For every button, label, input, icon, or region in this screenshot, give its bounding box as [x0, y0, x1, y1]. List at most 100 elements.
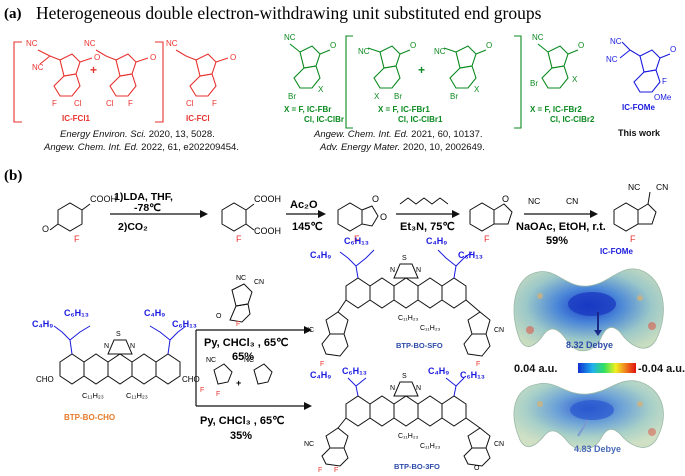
branch-arrows	[195, 329, 304, 407]
p2-c4-right: C₄H₉	[428, 366, 449, 376]
btp-bo-cho-alkyl	[53, 325, 187, 355]
arrowhead-branch-1	[304, 326, 312, 334]
nc-label-1: NC	[26, 39, 38, 48]
product2-s: S	[402, 373, 407, 380]
o-label-b5: O	[502, 194, 509, 204]
p2-c11-2: C₁₁H₂₃	[420, 443, 441, 450]
product-cn: CN	[656, 182, 668, 192]
reagent-ic-fome-icon	[229, 283, 253, 323]
nc-label-2: NC	[84, 39, 96, 48]
references: Energy Environ. Sci. 2020, 13, 5028. Ang…	[43, 129, 485, 153]
p2-nc-left: NC	[304, 441, 314, 448]
reference-3: Angew. Chem. Int. Ed. 2021, 60, 10137.	[313, 129, 483, 140]
f-label-2: F	[128, 99, 133, 108]
f-label-b4: F	[484, 234, 490, 244]
f-label-b5: F	[630, 234, 636, 244]
esp-scale-min: -0.04 a.u.	[638, 363, 685, 375]
reference-2: Angew. Chem. Int. Ed. 2022, 61, e2022094…	[43, 142, 239, 153]
ome-label: OMe	[654, 93, 672, 102]
ic-clbr1-label: Cl, IC-ClBr1	[398, 115, 443, 124]
group3-labels: NC NC O F OMe IC-FOMe	[606, 37, 676, 112]
arrowhead-step-2	[318, 210, 326, 218]
p1-f-left: F	[320, 361, 324, 368]
cl-label-1: Cl	[74, 99, 82, 108]
product1-n1: N	[390, 267, 395, 274]
product-ic-fome	[613, 191, 657, 232]
reagent1-o: O	[216, 313, 222, 320]
reagent2-f: F	[200, 387, 204, 394]
f-label-1: F	[52, 99, 57, 108]
br-label-a: Br	[288, 92, 296, 101]
alkyl-c6-left: C₆H₁₃	[64, 308, 89, 318]
p2-c4-left: C₄H₉	[310, 370, 331, 380]
arrowhead-branch-2	[304, 402, 312, 410]
reaction2-conditions: Py, CHCl₃ , 65℃	[200, 415, 284, 427]
dipole-1-label: 8.32 Debye	[566, 340, 613, 350]
product2-alkyl	[347, 377, 465, 397]
reaction1-yield: 65%	[232, 351, 254, 363]
alkyl-c6-right: C₆H₁₃	[172, 319, 197, 329]
cho-s-label: S	[116, 331, 121, 338]
cooh-label-1: COOH	[90, 194, 117, 204]
substrate-label: BTP-BO-CHO	[64, 413, 115, 422]
alkyl-c11-left: C₁₁H₂₃	[82, 391, 104, 400]
ic-fbr-label: X = F, IC-FBr	[284, 105, 331, 114]
esp-scale-max: 0.04 a.u.	[514, 363, 557, 375]
esp-surface-2	[513, 380, 664, 450]
malononitrile-cn: CN	[566, 196, 578, 206]
p1-c4-left: C₄H₉	[310, 250, 331, 260]
p1-nc-left: NC	[304, 327, 314, 334]
o-label-b3: O	[372, 194, 379, 204]
plus-sign-2: +	[418, 63, 425, 77]
start-material	[49, 202, 91, 232]
cooh-label-2: COOH	[254, 194, 281, 204]
p1-c4-right: C₄H₉	[426, 236, 447, 246]
reagent-mixture-icon	[213, 363, 273, 385]
product-label: IC-FOMe	[600, 247, 633, 256]
x-label-a: X	[318, 85, 324, 94]
step1-co2: 2)CO₂	[118, 221, 148, 233]
group2-green	[289, 35, 579, 129]
br-label-c: Br	[450, 92, 458, 101]
p2-o-right: O	[474, 465, 480, 472]
br-label-d: Br	[530, 79, 538, 88]
reaction2-yield: 35%	[230, 430, 252, 442]
reference-4: Adv. Energy Mater. 2020, 10, 2002649.	[319, 142, 485, 153]
o-label-5: O	[410, 41, 416, 50]
p1-c6-left: C₆H₁₃	[344, 236, 369, 246]
step2-temp: 145℃	[292, 221, 323, 233]
cho-label-left: CHO	[36, 375, 54, 384]
cho-n-label-2: N	[130, 343, 135, 350]
product2-label: BTP-BO-3FO	[394, 462, 440, 471]
plus-sign-1: +	[90, 63, 97, 77]
x-label-d: X	[572, 75, 578, 84]
indanone	[469, 202, 513, 232]
cn-label-8: NC	[606, 55, 618, 64]
nc-label-5: NC	[358, 47, 370, 56]
compound-ic-fome: IC-FOMe	[622, 103, 655, 112]
reagent2-f2: F	[216, 391, 220, 398]
reagent2-nc: NC	[206, 357, 216, 364]
product-nc: NC	[628, 182, 640, 192]
nc-label-3: NC	[166, 39, 178, 48]
dipole-2-label: 4.83 Debye	[574, 444, 621, 454]
step4-reagents: NaOAc, EtOH, r.t.	[516, 221, 606, 233]
reagent1-nc: NC	[236, 275, 246, 282]
p1-c11-2: C₁₁H₂₃	[420, 325, 441, 332]
p1-c6-right: C₆H₁₃	[458, 250, 483, 260]
step1-temp: -78℃	[134, 202, 161, 214]
o-label-1: O	[94, 53, 100, 62]
step2-reagents: Ac₂O	[290, 199, 318, 211]
f-label-8: F	[662, 77, 667, 86]
product1-s: S	[402, 255, 407, 262]
o-label-8: O	[670, 45, 676, 54]
o-label-3: O	[230, 53, 236, 62]
group3-blue	[619, 41, 671, 93]
ic-clbr-label: Cl, IC-ClBr	[304, 115, 344, 124]
alkyl-c4-left: C₄H₉	[32, 319, 53, 329]
reagent3-nc: NC	[244, 357, 254, 364]
panel-a-title: Heterogeneous double electron-withdrawin…	[36, 3, 542, 23]
ketoester-reagent	[399, 197, 449, 205]
o-label-7: O	[578, 41, 584, 50]
